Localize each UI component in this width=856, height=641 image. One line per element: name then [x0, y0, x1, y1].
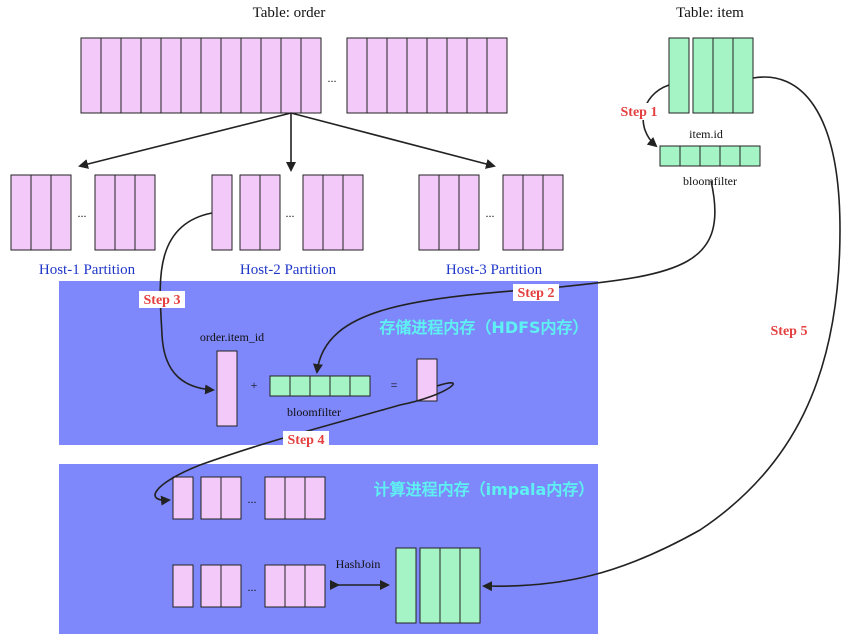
- step-1-label-bg: [616, 103, 662, 120]
- storage-memory-label: 存储进程内存（HDFS内存）: [379, 318, 588, 337]
- host-2-partition-blocks: [211, 174, 364, 251]
- order-ellipsis: ...: [328, 71, 337, 85]
- item-table-blocks: [668, 37, 754, 114]
- bloomfilter-top-label: bloomfilter: [683, 174, 737, 188]
- step-5-label: Step 5: [771, 324, 808, 339]
- storage-bloomfilter: [269, 375, 371, 397]
- step-3-curve: [159, 212, 215, 395]
- item-table-title: Table: item: [676, 5, 744, 21]
- compute-row-2-blocks: [172, 564, 326, 608]
- step-5-curve: [482, 76, 841, 592]
- host-3-partition-blocks: [418, 174, 564, 251]
- step-2-curve: [312, 180, 716, 374]
- order-table-blocks-right: [346, 37, 508, 114]
- step-4-label: Step 4: [288, 433, 325, 448]
- host-1-ellipsis: ...: [78, 206, 87, 220]
- storage-memory-panel: [59, 281, 598, 445]
- compute-memory-panel: [59, 464, 598, 634]
- arrow-to-host-1: [78, 112, 292, 169]
- item-id-label: item.id: [689, 127, 723, 141]
- plus-sign: +: [251, 378, 258, 392]
- step-2-label-bg: [513, 284, 559, 301]
- step-1-label: Step 1: [621, 105, 658, 120]
- filtered-result-column: [416, 358, 438, 402]
- item-bloomfilter: [659, 145, 761, 167]
- step-5-label-bg: [766, 322, 812, 339]
- compute-row-2-ellipsis: ...: [248, 580, 257, 594]
- arrow-to-host-3: [290, 112, 496, 169]
- compute-row-1-blocks: [172, 476, 326, 520]
- order-item-id-column: [216, 350, 238, 427]
- compute-row-1-ellipsis: ...: [248, 492, 257, 506]
- host-3-ellipsis: ...: [486, 206, 495, 220]
- equals-sign: =: [391, 378, 398, 392]
- order-item-id-label: order.item_id: [200, 330, 264, 344]
- step-2-label: Step 2: [518, 286, 555, 301]
- hashjoin-label: HashJoin: [336, 557, 381, 571]
- host-1-partition-blocks: [10, 174, 156, 251]
- step-3-label: Step 3: [144, 293, 181, 308]
- step-3-label-bg: [139, 291, 185, 308]
- order-table-blocks-left: [80, 37, 322, 114]
- compute-item-table-blocks: [395, 547, 481, 624]
- compute-memory-label: 计算进程内存（impala内存）: [374, 480, 595, 499]
- host-2-label: Host-2 Partition: [240, 262, 337, 278]
- step-4-label-bg: [283, 431, 329, 448]
- host-3-label: Host-3 Partition: [446, 262, 543, 278]
- order-table-title: Table: order: [253, 5, 326, 21]
- host-2-ellipsis: ...: [286, 206, 295, 220]
- host-1-label: Host-1 Partition: [39, 262, 136, 278]
- bloomfilter-mid-label: bloomfilter: [287, 405, 341, 419]
